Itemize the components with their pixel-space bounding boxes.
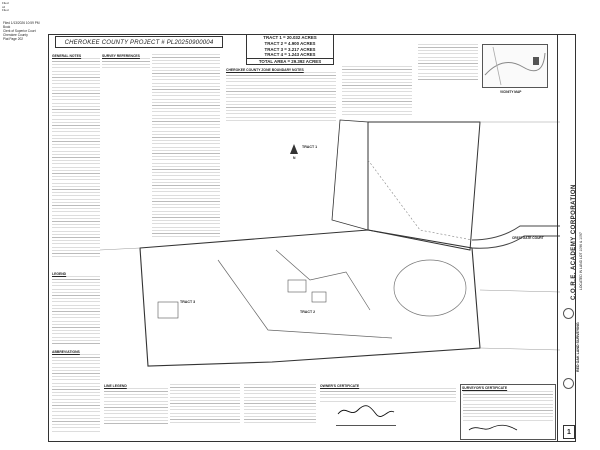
adjoiner-line bbox=[479, 347, 560, 351]
cherokee-notes-text bbox=[226, 72, 336, 122]
pond bbox=[393, 259, 467, 317]
recording-line: Book bbox=[3, 25, 11, 29]
surveyor-signature bbox=[468, 424, 518, 431]
site-marker bbox=[533, 57, 539, 65]
abbreviations-list bbox=[52, 354, 100, 434]
line-legend-title: LINE LEGEND bbox=[104, 384, 127, 388]
abbreviations-title: ABBREVIATIONS bbox=[52, 350, 80, 354]
recording-block: Filed 1/13/2026 10:59 PM Book Clerk of S… bbox=[3, 21, 41, 41]
tract-row: TRACT 4 = 1.243 ACRES bbox=[264, 52, 316, 58]
surveyor-seal bbox=[563, 308, 574, 319]
site-plan-drawing bbox=[100, 119, 560, 367]
recording-line: Filed 1/13/2026 10:59 PM bbox=[3, 21, 40, 25]
notes-text-block bbox=[418, 44, 478, 80]
general-notes-title: GENERAL NOTES bbox=[52, 54, 82, 58]
tract-label: TRACT 1 bbox=[302, 145, 318, 149]
general-notes: GENERAL NOTES bbox=[52, 54, 100, 258]
title-block bbox=[557, 34, 576, 442]
stamp-line: cd bbox=[2, 4, 6, 9]
references-text-block bbox=[102, 58, 150, 70]
surveyors-certificate-title: SURVEYOR'S CERTIFICATE bbox=[462, 386, 508, 390]
line-legend-list bbox=[104, 388, 168, 424]
adjoiner-line bbox=[479, 289, 560, 293]
project-number: CHEROKEE COUNTY PROJECT # PL20250900004 bbox=[55, 36, 223, 48]
building bbox=[287, 279, 307, 293]
north-label: N bbox=[293, 156, 296, 160]
line-table bbox=[170, 384, 240, 424]
interior-line bbox=[217, 259, 393, 339]
tract-boundary bbox=[331, 119, 369, 231]
notes-text-block bbox=[152, 54, 220, 238]
road bbox=[471, 225, 560, 241]
building bbox=[311, 291, 327, 303]
interior-line bbox=[275, 249, 371, 311]
tract-area-table: TRACT 1 = 20.032 ACRES TRACT 2 = 4.900 A… bbox=[246, 34, 334, 65]
owners-certificate-title: OWNER'S CERTIFICATE bbox=[320, 384, 360, 388]
surveyors-certificate-text bbox=[463, 391, 553, 421]
corner-stamp: Filed cd Filed bbox=[2, 1, 42, 13]
survey-references-title: SURVEY REFERENCES bbox=[102, 54, 140, 58]
curve-table bbox=[244, 384, 316, 424]
notes-text-block bbox=[52, 58, 100, 258]
adjoiner-line bbox=[100, 247, 141, 251]
tract-boundary bbox=[367, 121, 481, 251]
tract-label: TRACT 3 bbox=[180, 300, 196, 304]
recording-line: Clerk of Superior Court bbox=[3, 29, 36, 33]
stamp-line: Filed bbox=[2, 1, 9, 5]
vicinity-map-title: VICINITY MAP bbox=[500, 90, 522, 94]
owners-certificate-text bbox=[320, 388, 456, 402]
owners-certificate: OWNER'S CERTIFICATE bbox=[320, 384, 456, 440]
recording-line: Plat Page 202 bbox=[3, 37, 24, 41]
tract-row: TRACT 1 = 20.032 ACRES bbox=[263, 35, 317, 40]
road bbox=[471, 235, 560, 249]
title-subtitle: LOCATED IN LAND LOT 1096 & 1097 bbox=[579, 232, 583, 290]
legend: LEGEND ABBREVIATIONS bbox=[52, 272, 100, 440]
owner-signature bbox=[337, 405, 395, 417]
cherokee-notes-title: CHEROKEE COUNTY ZONE BOUNDARY NOTES bbox=[226, 68, 304, 72]
recording-line: Cherokee County bbox=[3, 33, 28, 37]
notes-text-block bbox=[342, 66, 412, 116]
sheet-number: 1 bbox=[563, 425, 575, 439]
vicinity-map bbox=[482, 44, 548, 88]
line-legend: LINE LEGEND bbox=[104, 384, 168, 424]
signature-line bbox=[336, 425, 396, 426]
surveyors-certificate: SURVEYOR'S CERTIFICATE bbox=[460, 384, 556, 440]
tract-boundary bbox=[139, 229, 481, 367]
tract-row: TRACT 2 = 4.900 ACRES bbox=[264, 40, 316, 46]
company-name: C.O.R.E. ACADEMY CORPORATION bbox=[571, 184, 577, 300]
legend-list bbox=[52, 276, 100, 346]
tract-label: TRACT 2 bbox=[300, 310, 316, 314]
road-label: CRESTGATE COURT bbox=[512, 236, 544, 240]
stamp-line: Filed bbox=[2, 8, 9, 13]
tract-row: TRACT 3 = 3.217 ACRES bbox=[264, 46, 316, 52]
survey-references: SURVEY REFERENCES bbox=[102, 54, 150, 70]
setback-line bbox=[367, 159, 473, 241]
vicinity-map-drawing bbox=[484, 46, 546, 86]
building bbox=[157, 301, 179, 319]
north-arrow-icon bbox=[290, 144, 298, 154]
tract-total: TOTAL AREA = 29.392 ACRES bbox=[247, 58, 333, 65]
legend-title: LEGEND bbox=[52, 272, 67, 276]
surveyor-name: RED OAK LAND SURVEYING bbox=[576, 322, 580, 372]
registration-seal bbox=[563, 378, 574, 389]
cherokee-notes: CHEROKEE COUNTY ZONE BOUNDARY NOTES bbox=[226, 68, 336, 122]
